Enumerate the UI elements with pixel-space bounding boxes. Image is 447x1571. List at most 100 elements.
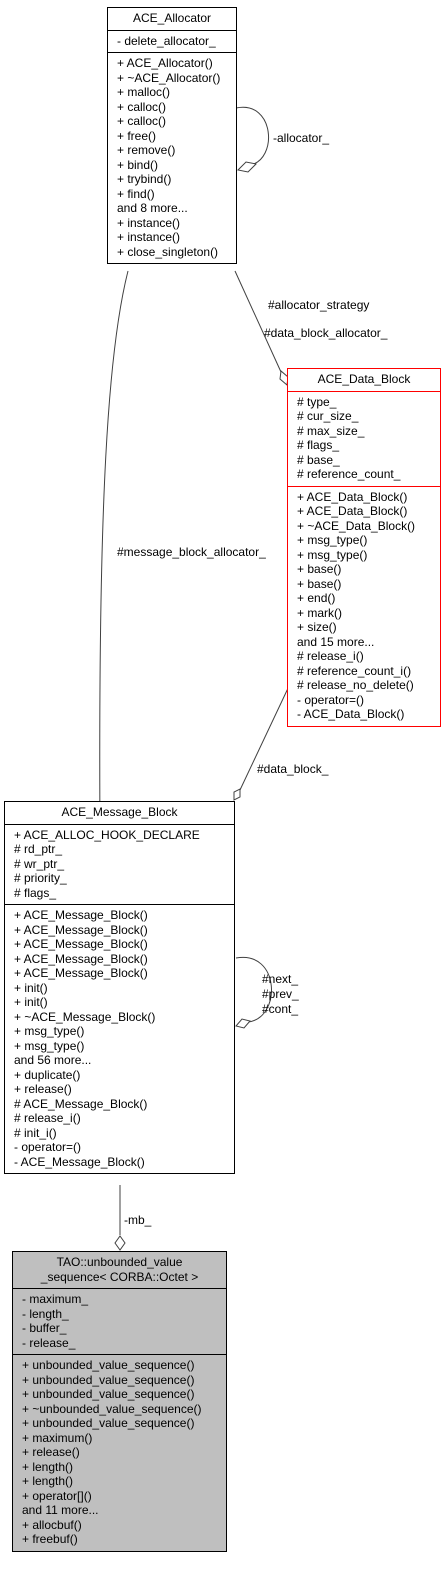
- member-row[interactable]: + msg_type(): [14, 1038, 85, 1053]
- edge-label-next: #next_: [262, 972, 299, 986]
- member-row[interactable]: + unbounded_value_sequence(): [22, 1387, 195, 1401]
- member-row[interactable]: + unbounded_value_sequence(): [22, 1372, 195, 1387]
- member-row[interactable]: + ~ACE_Allocator(): [117, 70, 221, 85]
- member-row[interactable]: + release(): [22, 1445, 80, 1459]
- edge-allocator-to-data-block: [234, 270, 282, 373]
- class-ace-allocator-attributes: - delete_allocator_: [108, 29, 236, 53]
- class-ace-message-block-methods: + ACE_Message_Block()+ ACE_Message_Block…: [5, 904, 234, 1173]
- member-row[interactable]: + instance(): [117, 230, 181, 244]
- member-row[interactable]: # ACE_Message_Block(): [14, 1096, 148, 1111]
- class-ace-allocator[interactable]: ACE_Allocator - delete_allocator_ + ACE_…: [107, 7, 237, 264]
- member-row[interactable]: + ~ACE_Data_Block(): [297, 518, 416, 533]
- member-row[interactable]: + ACE_Message_Block(): [14, 908, 148, 922]
- edge-label-data-block: #data_block_: [257, 762, 329, 776]
- member-row[interactable]: + instance(): [117, 215, 181, 230]
- class-tao-unbounded-value-sequence[interactable]: TAO::unbounded_value _sequence< CORBA::O…: [12, 1251, 227, 1552]
- member-row[interactable]: + remove(): [117, 143, 176, 157]
- member-row[interactable]: # flags_: [297, 438, 340, 452]
- member-row[interactable]: + base(): [297, 576, 342, 591]
- member-row[interactable]: + calloc(): [117, 99, 167, 114]
- member-row[interactable]: - ACE_Data_Block(): [297, 707, 405, 721]
- member-row[interactable]: + freebuf(): [22, 1532, 78, 1546]
- member-row[interactable]: + allocbuf(): [22, 1517, 82, 1532]
- member-row[interactable]: + calloc(): [117, 114, 167, 128]
- member-row[interactable]: # reference_count_: [297, 467, 401, 481]
- class-ace-message-block[interactable]: ACE_Message_Block + ACE_ALLOC_HOOK_DECLA…: [4, 801, 235, 1174]
- edge-label-cont: #cont_: [262, 1002, 299, 1016]
- member-row[interactable]: # reference_count_i(): [297, 663, 412, 678]
- member-row[interactable]: # rd_ptr_: [14, 842, 63, 856]
- member-row[interactable]: and 56 more...: [14, 1053, 92, 1067]
- member-row[interactable]: # release_no_delete(): [297, 678, 414, 692]
- member-row[interactable]: + msg_type(): [14, 1024, 85, 1038]
- member-row[interactable]: - delete_allocator_: [117, 33, 216, 48]
- member-row[interactable]: # priority_: [14, 871, 67, 885]
- member-row[interactable]: + end(): [297, 591, 336, 605]
- member-row[interactable]: + ACE_Data_Block(): [297, 489, 408, 504]
- member-row[interactable]: + unbounded_value_sequence(): [22, 1358, 195, 1372]
- member-row[interactable]: + size(): [297, 620, 337, 634]
- member-row[interactable]: - release_: [22, 1335, 76, 1350]
- member-row[interactable]: + ACE_Data_Block(): [297, 504, 408, 518]
- member-row[interactable]: + unbounded_value_sequence(): [22, 1416, 195, 1430]
- class-ace-data-block-attributes: # type_# cur_size_# max_size_# flags_# b…: [288, 390, 440, 486]
- member-row[interactable]: + maximum(): [22, 1430, 93, 1445]
- member-row[interactable]: # init_i(): [14, 1125, 57, 1140]
- member-row[interactable]: + init(): [14, 995, 48, 1009]
- member-row[interactable]: + ACE_Message_Block(): [14, 951, 148, 966]
- member-row[interactable]: + malloc(): [117, 85, 171, 99]
- member-row[interactable]: + ACE_Allocator(): [117, 56, 213, 70]
- member-row[interactable]: # base_: [297, 452, 340, 467]
- member-row[interactable]: and 15 more...: [297, 634, 375, 649]
- member-row[interactable]: - ACE_Message_Block(): [14, 1154, 145, 1169]
- member-row[interactable]: + msg_type(): [297, 533, 368, 547]
- class-ace-data-block[interactable]: ACE_Data_Block # type_# cur_size_# max_s…: [287, 368, 441, 727]
- member-row[interactable]: # wr_ptr_: [14, 856, 65, 871]
- member-row[interactable]: + trybind(): [117, 172, 172, 186]
- edge-allocator-to-message-block: [99, 270, 129, 836]
- member-row[interactable]: # max_size_: [297, 423, 365, 438]
- member-row[interactable]: + ACE_ALLOC_HOOK_DECLARE: [14, 827, 200, 842]
- member-row[interactable]: and 11 more...: [22, 1503, 99, 1517]
- member-row[interactable]: + ACE_Message_Block(): [14, 922, 148, 937]
- member-row[interactable]: - buffer_: [22, 1321, 67, 1335]
- member-row[interactable]: + ACE_Message_Block(): [14, 937, 148, 951]
- member-row[interactable]: + length(): [22, 1459, 74, 1474]
- member-row[interactable]: and 8 more...: [117, 201, 188, 215]
- member-row[interactable]: + msg_type(): [297, 547, 368, 562]
- member-row[interactable]: + mark(): [297, 605, 342, 620]
- member-row[interactable]: # release_i(): [14, 1111, 81, 1125]
- member-row[interactable]: + release(): [14, 1082, 72, 1096]
- member-row[interactable]: - operator=(): [297, 692, 365, 707]
- member-row[interactable]: - length_: [22, 1306, 69, 1321]
- edge-label-allocator-strategy: #allocator_strategy: [268, 298, 370, 312]
- member-row[interactable]: - maximum_: [22, 1292, 89, 1306]
- edge-label-allocator-self: -allocator_: [273, 131, 330, 145]
- edge-label-prev: #prev_: [262, 987, 299, 1001]
- member-row[interactable]: + ACE_Message_Block(): [14, 966, 148, 980]
- member-row[interactable]: + find(): [117, 186, 155, 201]
- aggregation-diamond-mb: [114, 1235, 126, 1251]
- member-row[interactable]: # flags_: [14, 885, 57, 900]
- member-row[interactable]: - operator=(): [14, 1140, 82, 1154]
- member-row[interactable]: # type_: [297, 394, 337, 409]
- class-ace-message-block-attributes: + ACE_ALLOC_HOOK_DECLARE# rd_ptr_# wr_pt…: [5, 823, 234, 905]
- member-row[interactable]: + bind(): [117, 157, 159, 172]
- member-row[interactable]: + close_singleton(): [117, 244, 219, 259]
- edge-label-mb: -mb_: [124, 1213, 152, 1227]
- aggregation-diamond-message-block-self: [235, 1018, 251, 1029]
- class-ace-message-block-title: ACE_Message_Block: [61, 805, 178, 819]
- member-row[interactable]: + ~unbounded_value_sequence(): [22, 1401, 202, 1416]
- member-row[interactable]: + init(): [14, 980, 48, 995]
- aggregation-diamond-allocator-self: [236, 161, 258, 173]
- member-row[interactable]: # release_i(): [297, 649, 364, 663]
- member-row[interactable]: + length(): [22, 1474, 74, 1488]
- class-tao-sequence-title: TAO::unbounded_value _sequence< CORBA::O…: [13, 1252, 226, 1288]
- member-row[interactable]: + base(): [297, 562, 342, 576]
- member-row[interactable]: # cur_size_: [297, 409, 359, 423]
- member-row[interactable]: + operator[](): [22, 1488, 92, 1503]
- member-row[interactable]: + duplicate(): [14, 1067, 81, 1082]
- member-row[interactable]: + free(): [117, 128, 157, 143]
- member-row[interactable]: + ~ACE_Message_Block(): [14, 1009, 156, 1024]
- class-tao-sequence-attributes: - maximum_- length_- buffer_- release_: [13, 1288, 226, 1354]
